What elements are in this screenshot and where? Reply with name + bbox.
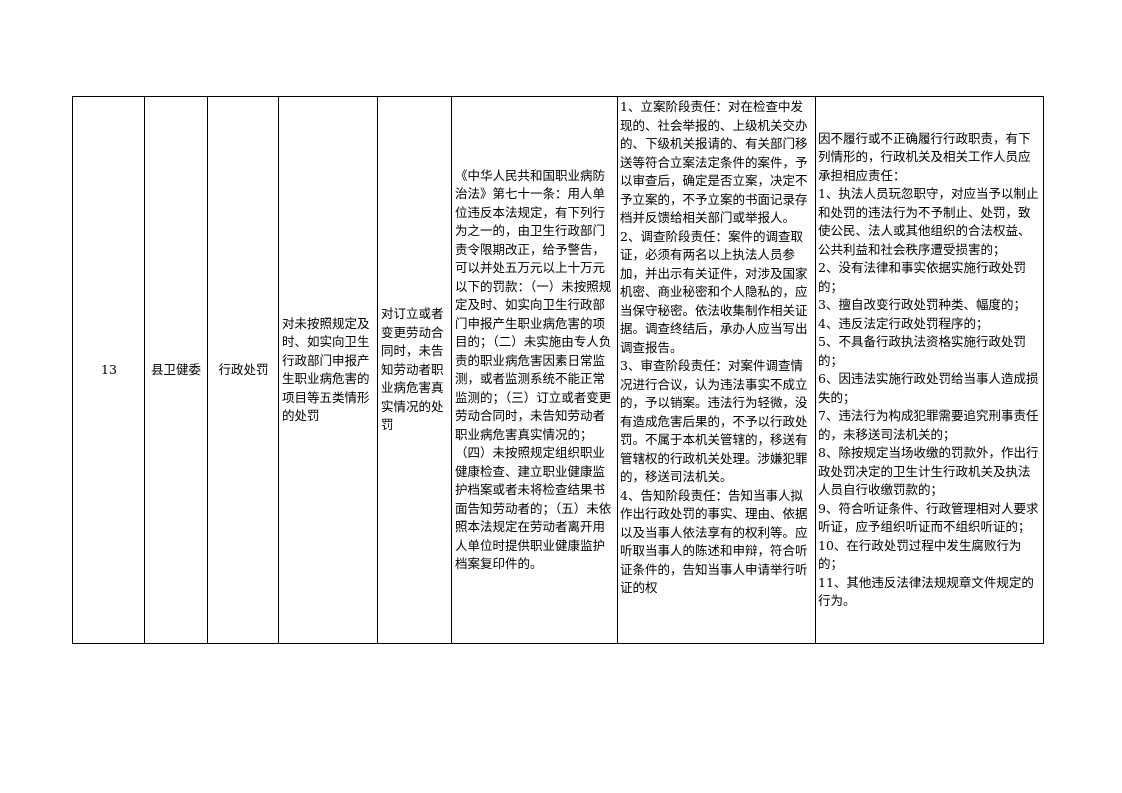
power-category: 行政处罚 <box>218 361 269 377</box>
table-top-border <box>72 96 1044 97</box>
column-border <box>451 96 452 644</box>
item-name-text: 对未按照规定及时、如实向卫生行政部门申报产生职业病危害的项目等五类情形的处罚 <box>282 315 370 424</box>
column-border <box>278 96 279 644</box>
legal-basis-text: 《中华人民共和国职业病防治法》第七十一条：用人单位违反本法规定，有下列行为之一的… <box>455 167 612 572</box>
column-border <box>207 96 208 644</box>
column-border <box>377 96 378 644</box>
responsibility-items: 1、立案阶段责任：对在检查中发现的、社会举报的、上级机关交办的、下级机关报请的、… <box>620 99 808 595</box>
sub-item: 对订立或者变更劳动合同时，未告知劳动者职业病危害真实情况的处罚 <box>381 98 449 642</box>
item-name: 对未按照规定及时、如实向卫生行政部门申报产生职业病危害的项目等五类情形的处罚 <box>282 98 375 642</box>
column-border <box>617 96 618 644</box>
power-list-table: 13 县卫健委 行政处罚 对未按照规定及时、如实向卫生行政部门申报产生职业病危害… <box>72 96 1044 644</box>
row-number: 13 <box>101 361 117 377</box>
column-border <box>144 96 145 644</box>
accountability-text: 因不履行或不正确履行行政职责，有下列情形的，行政机关及相关工作人员应承担相应责任… <box>818 130 1039 609</box>
legal-basis: 《中华人民共和国职业病防治法》第七十一条：用人单位违反本法规定，有下列行为之一的… <box>455 98 615 642</box>
department: 县卫健委 <box>150 361 201 377</box>
accountability-items: 因不履行或不正确履行行政职责，有下列情形的，行政机关及相关工作人员应承担相应责任… <box>818 98 1040 642</box>
column-border <box>1043 96 1044 644</box>
column-border <box>72 96 73 644</box>
sub-item-text: 对订立或者变更劳动合同时，未告知劳动者职业病危害真实情况的处罚 <box>381 306 444 433</box>
table-bottom-border <box>72 643 1044 644</box>
column-border <box>815 96 816 644</box>
